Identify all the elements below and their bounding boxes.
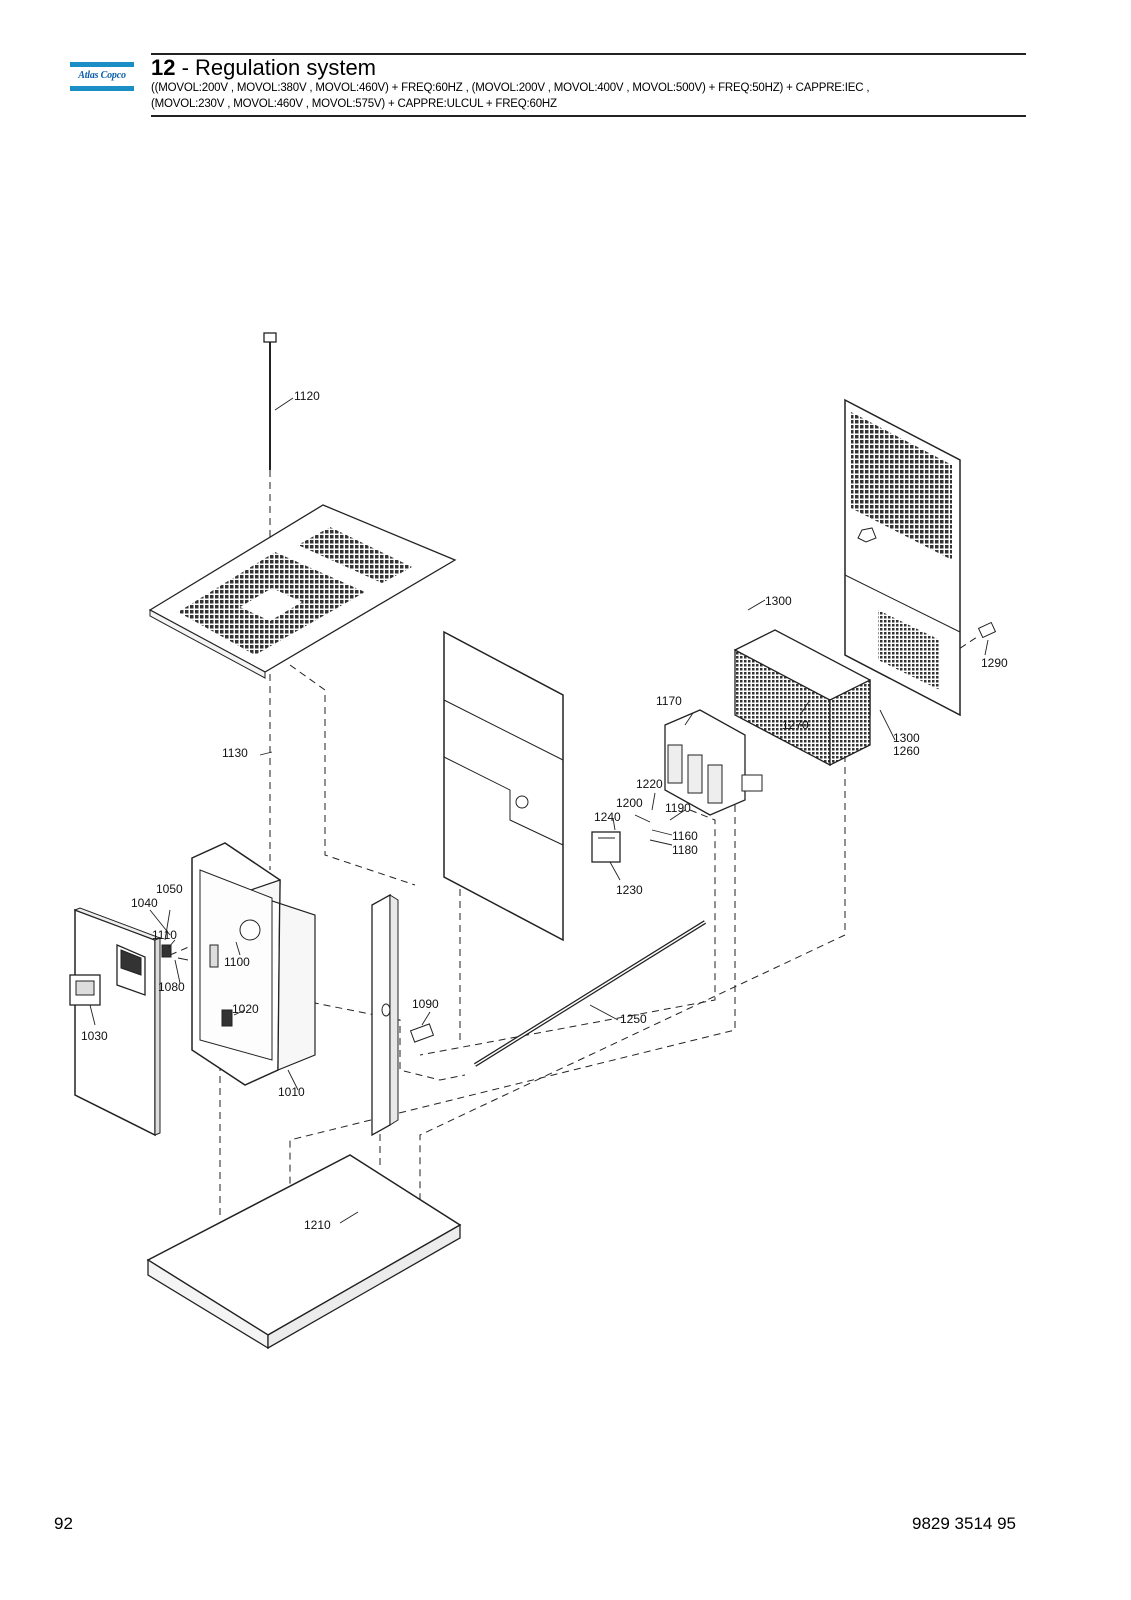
label-1110: 1110	[152, 928, 177, 942]
label-1210: 1210	[304, 1218, 331, 1232]
label-1090: 1090	[412, 997, 439, 1011]
section-title: - Regulation system	[175, 55, 377, 80]
label-1160: 1160	[672, 829, 698, 843]
label-1240: 1240	[594, 810, 621, 824]
label-1300-top: 1300	[765, 594, 792, 608]
header-top-rule	[151, 53, 1026, 55]
label-1010: 1010	[278, 1085, 305, 1099]
label-1260: 1260	[893, 744, 920, 758]
label-1300-bottom: 1300	[893, 731, 920, 745]
label-1130: 1130	[222, 746, 248, 760]
logo-bottom-bar	[70, 86, 134, 91]
logo-top-bar	[70, 62, 134, 67]
atlas-copco-logo: Atlas Copco	[70, 62, 134, 96]
condition-line-1: ((MOVOL:200V , MOVOL:380V , MOVOL:460V) …	[151, 82, 870, 94]
label-1270: 1270	[782, 718, 809, 732]
label-1100: 1100	[224, 955, 250, 969]
label-1080: 1080	[158, 980, 185, 994]
label-1230: 1230	[616, 883, 643, 897]
label-1120: 1120	[294, 389, 320, 403]
label-1190: 1190	[665, 801, 691, 815]
label-1180: 1180	[672, 843, 698, 857]
label-1250: 1250	[620, 1012, 647, 1026]
document-number: 9829 3514 95	[912, 1514, 1016, 1533]
page-number: 92	[54, 1514, 73, 1533]
logo-text: Atlas Copco	[78, 70, 126, 81]
label-1220: 1220	[636, 777, 663, 791]
label-1200: 1200	[616, 796, 643, 810]
condition-line-2: (MOVOL:230V , MOVOL:460V , MOVOL:575V) +…	[151, 98, 557, 110]
page-title: 12 - Regulation system	[151, 55, 376, 81]
label-1030: 1030	[81, 1029, 108, 1043]
label-1020: 1020	[232, 1002, 259, 1016]
header-bottom-rule	[151, 115, 1026, 117]
section-number: 12	[151, 55, 176, 80]
label-1170: 1170	[656, 694, 682, 708]
label-1040: 1040	[131, 896, 158, 910]
label-1050: 1050	[156, 882, 183, 896]
label-1290: 1290	[981, 656, 1008, 670]
